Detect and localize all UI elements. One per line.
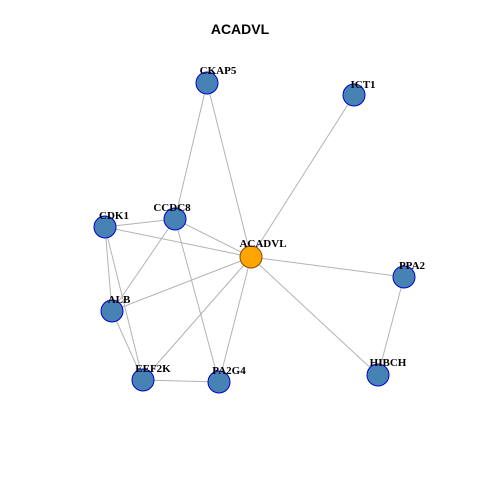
node-ccdc8[interactable] [163,207,187,231]
edge-acadvl-hibch [250,256,379,376]
edge-eef2k-pa2g4 [142,379,220,383]
edge-acadvl-ckap5 [206,82,252,258]
node-label-alb: ALB [108,294,131,306]
node-acadvl[interactable] [239,245,263,269]
edge-acadvl-ppa2 [250,256,405,278]
node-label-ccdc8: CCDC8 [153,202,191,214]
edge-ccdc8-pa2g4 [174,218,220,383]
node-label-ckap5: CKAP5 [200,65,237,77]
nodes-layer [93,71,416,394]
node-cdk1[interactable] [93,215,117,239]
node-eef2k[interactable] [131,368,155,392]
node-ckap5[interactable] [195,71,219,95]
graph-title: ACADVL [210,21,270,37]
node-label-ict1: ICT1 [350,79,375,91]
node-alb[interactable] [100,299,124,323]
node-label-acadvl: ACADVL [239,238,286,250]
edge-ccdc8-cdk1 [104,218,176,228]
node-label-hibch: HIBCH [370,357,407,369]
edge-cdk1-eef2k [104,226,144,381]
node-label-eef2k: EEF2K [135,363,171,375]
edge-cdk1-alb [104,226,113,312]
edge-acadvl-alb [111,256,252,312]
edge-ckap5-ccdc8 [174,82,208,220]
edge-acadvl-eef2k [142,256,252,381]
edge-acadvl-cdk1 [104,226,252,258]
node-label-ppa2: PPA2 [399,260,426,272]
node-ppa2[interactable] [392,265,416,289]
node-ict1[interactable] [342,83,366,107]
edge-ppa2-hibch [377,276,405,376]
edge-acadvl-ccdc8 [174,218,252,258]
node-label-pa2g4: PA2G4 [212,365,246,377]
node-pa2g4[interactable] [207,370,231,394]
edge-alb-eef2k [111,310,144,381]
edges-layer [104,82,405,383]
node-label-cdk1: CDK1 [99,210,129,222]
edge-acadvl-pa2g4 [218,256,252,383]
node-hibch[interactable] [366,363,390,387]
edge-acadvl-ict1 [250,94,355,258]
